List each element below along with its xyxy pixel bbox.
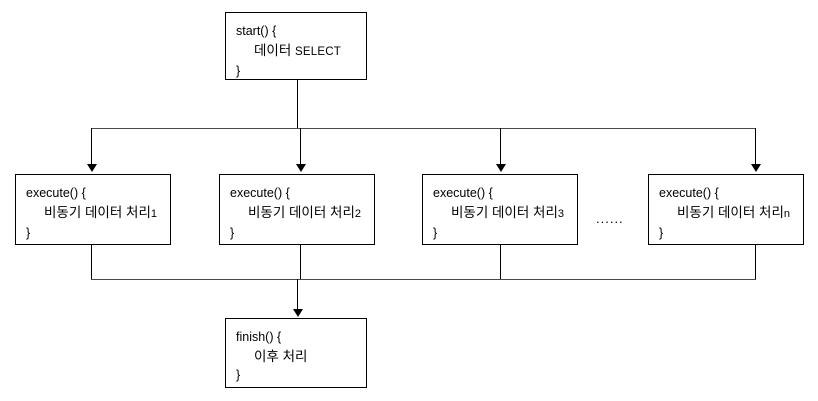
arrowhead-to-execute1 — [87, 164, 97, 172]
node-execute-3-line3: } — [433, 226, 438, 240]
node-execute-1-index: 1 — [150, 208, 157, 220]
node-execute-1[interactable]: execute() { 비동기 데이터 처리1 } — [15, 174, 171, 245]
node-start[interactable]: start() { 데이터 SELECT } — [225, 12, 367, 80]
node-execute-2[interactable]: execute() { 비동기 데이터 처리2 } — [219, 174, 375, 245]
node-execute-3-line2-text: 비동기 데이터 처리 — [451, 205, 558, 220]
node-execute-n[interactable]: execute() { 비동기 데이터 처리n } — [648, 174, 804, 245]
ellipsis-between-nodes: ...... — [596, 211, 624, 226]
node-execute-2-line2-text: 비동기 데이터 처리 — [248, 205, 355, 220]
connector-execute3-down — [500, 245, 501, 280]
arrowhead-to-execute3 — [496, 164, 506, 172]
connector-bus-to-execute3 — [500, 128, 501, 166]
node-finish[interactable]: finish() { 이후 처리 } — [225, 318, 367, 388]
node-start-line2-keyword: SELECT — [295, 46, 341, 58]
arrowhead-to-execute2 — [296, 164, 306, 172]
connector-execute1-down — [91, 245, 92, 280]
connector-start-down — [297, 80, 298, 129]
node-execute-2-index: 2 — [354, 208, 361, 220]
node-execute-n-line3: } — [659, 226, 664, 240]
node-execute-n-index: n — [783, 208, 790, 220]
node-finish-line1: finish() { — [236, 330, 282, 344]
node-execute-1-line3: } — [26, 226, 31, 240]
node-start-line1: start() { — [236, 24, 277, 38]
node-execute-3[interactable]: execute() { 비동기 데이터 처리3 } — [422, 174, 578, 245]
connector-execute2-down — [300, 245, 301, 280]
node-execute-1-line1: execute() { — [26, 186, 86, 200]
connector-bus-to-executeN — [755, 128, 756, 166]
connector-bus-to-execute2 — [300, 128, 301, 166]
node-execute-n-line1: execute() { — [659, 186, 719, 200]
arrowhead-to-finish — [293, 309, 303, 317]
node-execute-2-line1: execute() { — [230, 186, 290, 200]
connector-bottom-bus — [91, 279, 756, 280]
node-execute-n-line2-text: 비동기 데이터 처리 — [677, 205, 784, 220]
connector-executen-down — [755, 245, 756, 280]
connector-bus-to-finish — [297, 279, 298, 311]
node-execute-1-line2-text: 비동기 데이터 처리 — [44, 205, 151, 220]
node-start-line2-text: 데이터 — [254, 43, 296, 58]
node-start-line2: 데이터 SELECT — [236, 41, 356, 62]
node-execute-2-line2: 비동기 데이터 처리2 — [230, 203, 364, 224]
node-execute-3-line1: execute() { — [433, 186, 493, 200]
node-execute-3-index: 3 — [557, 208, 564, 220]
node-finish-line2: 이후 처리 — [254, 349, 308, 364]
connector-bus-to-execute1 — [91, 128, 92, 166]
arrowhead-to-executeN — [751, 164, 761, 172]
node-finish-line3: } — [236, 368, 241, 382]
node-start-line3: } — [236, 64, 241, 78]
node-execute-3-line2: 비동기 데이터 처리3 — [433, 203, 567, 224]
node-execute-1-line2: 비동기 데이터 처리1 — [26, 203, 160, 224]
node-execute-2-line3: } — [230, 226, 235, 240]
connector-top-bus — [91, 128, 755, 129]
node-execute-n-line2: 비동기 데이터 처리n — [659, 203, 793, 224]
